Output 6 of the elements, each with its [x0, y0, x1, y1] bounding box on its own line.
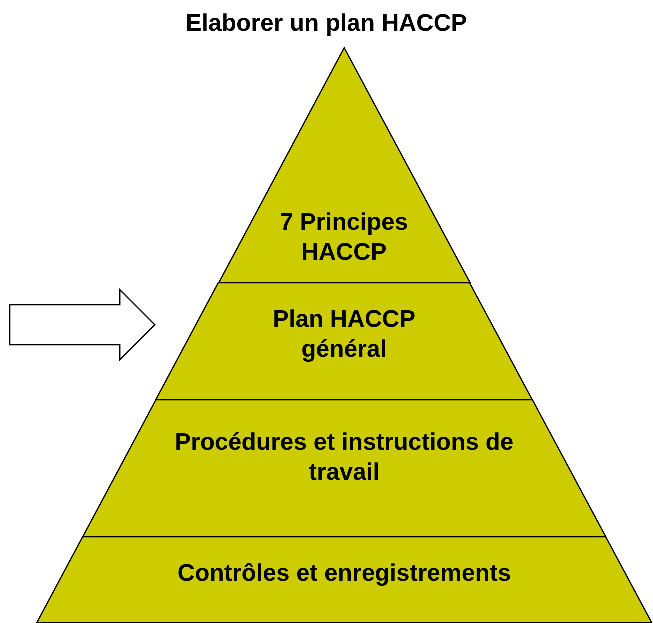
diagram-title: Elaborer un plan HACCP — [184, 10, 468, 38]
band-label: Procédures et instructions de travail — [174, 428, 515, 488]
band-label: Plan HACCP général — [272, 305, 417, 365]
block-arrow — [9, 288, 156, 362]
band-label: Contrôles et enregistrements — [176, 559, 512, 589]
band-label: 7 Principes HACCP — [279, 208, 410, 268]
